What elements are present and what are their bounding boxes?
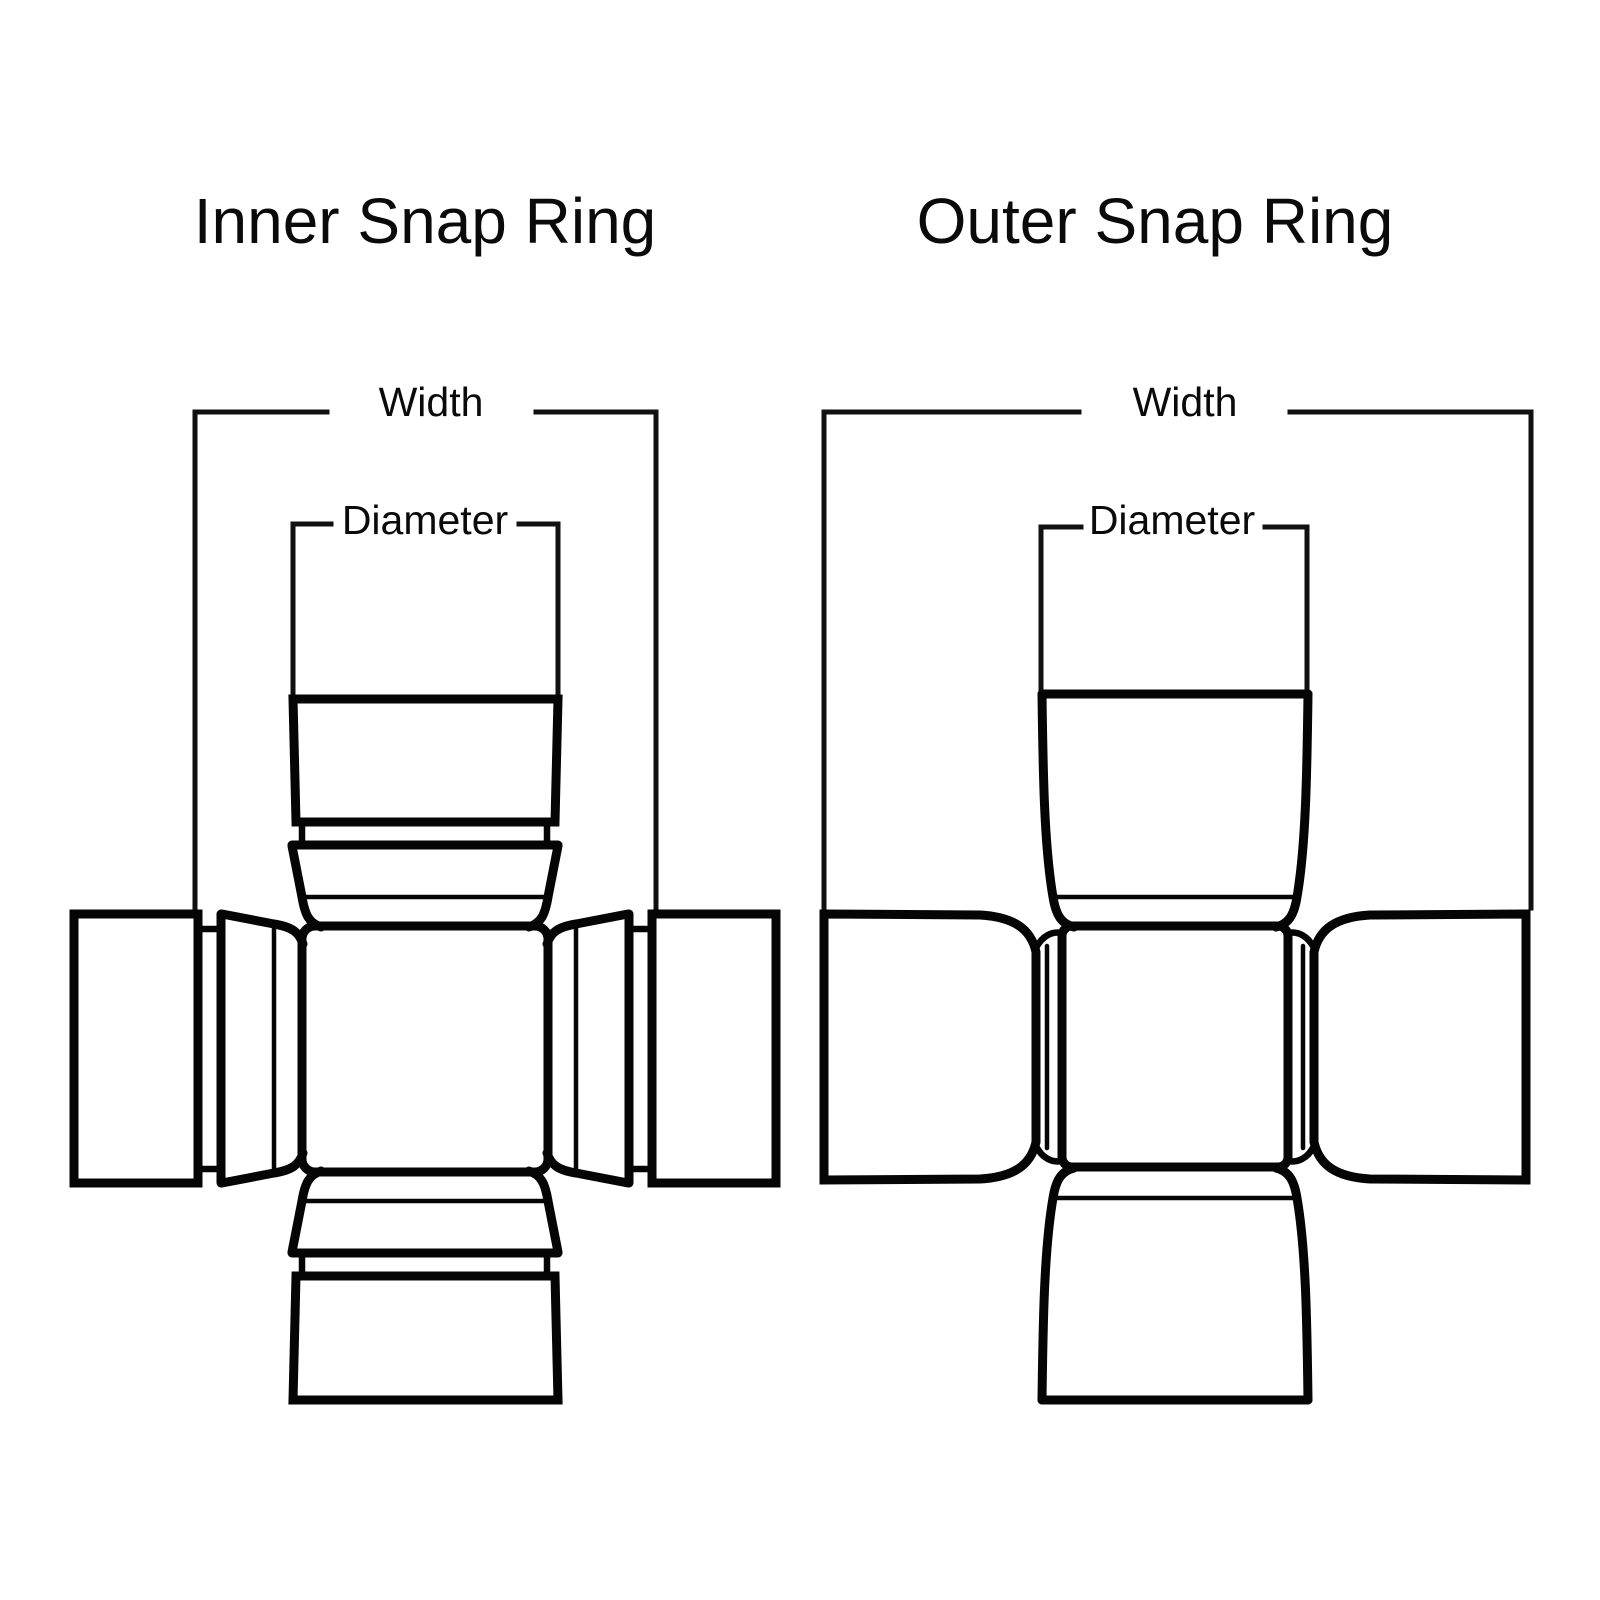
inner-ujoint-drawing (69, 694, 781, 1405)
dimension-line (533, 409, 659, 915)
bottom-bearing-cap (1037, 1163, 1313, 1405)
right-bearing-cap (1284, 909, 1531, 1185)
outer-snap-ring-figure: Outer Snap Ring Width Diameter (819, 185, 1534, 1405)
inner-snap-ring-figure: Inner Snap Ring Width Diameter (69, 185, 781, 1405)
dimension-line (1262, 524, 1310, 695)
outer-width-label: Width (1133, 379, 1238, 425)
dimension-line (192, 409, 330, 915)
bottom-bearing-cap (287, 1166, 563, 1405)
left-bearing-cap (69, 909, 308, 1188)
inner-diameter-dimension: Diameter (290, 497, 561, 699)
outer-ujoint-drawing (819, 689, 1531, 1405)
inner-width-label: Width (379, 379, 484, 425)
top-bearing-cap (1037, 689, 1313, 932)
outer-title: Outer Snap Ring (917, 185, 1394, 257)
inner-width-dimension: Width (192, 379, 659, 915)
left-bearing-cap (819, 909, 1066, 1185)
center-body (1057, 921, 1293, 1172)
inner-title: Inner Snap Ring (194, 185, 657, 257)
inner-diameter-label: Diameter (342, 497, 508, 543)
outer-diameter-dimension: Diameter (1038, 497, 1310, 695)
dimension-line (290, 521, 334, 699)
outer-width-dimension: Width (821, 379, 1534, 911)
top-bearing-cap (287, 694, 563, 932)
dimension-line (1038, 524, 1084, 695)
dimension-line (1287, 409, 1534, 911)
right-bearing-cap (542, 909, 781, 1188)
dimension-line (821, 409, 1082, 911)
center-body (297, 921, 553, 1177)
outer-diameter-label: Diameter (1089, 497, 1255, 543)
dimension-line (516, 521, 561, 699)
